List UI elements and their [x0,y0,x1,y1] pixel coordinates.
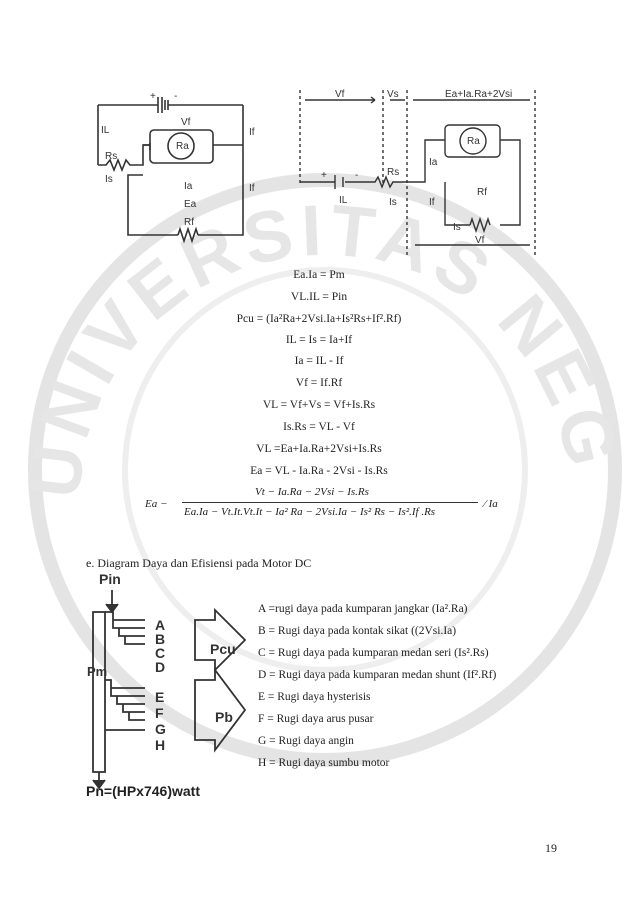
label-ra-right: Ra [467,136,480,147]
fraction-bar [182,502,478,503]
legend-c: C = Rugi daya pada kumparan medan seri (… [258,647,489,659]
efficiency-rhs: ⁄ Ia [484,498,498,510]
label-rs-right: Rs [387,167,399,178]
equation-3: Pcu = (Ia²Ra+2Vsi.Ia+Is²Rs+If².Rf) [236,313,402,325]
label-ea: Ea [184,199,197,210]
battery-minus-right: - [355,170,358,181]
battery-plus-right: + [321,170,327,181]
letter-a: A [155,617,165,633]
battery-plus: + [150,91,156,102]
label-rf-right: Rf [477,187,487,198]
equation-5: Ia = IL - If [294,355,344,367]
letter-h: H [155,737,165,753]
label-vf-bottom: Vf [475,235,485,246]
label-vf-top: Vf [335,89,345,100]
equation-4: IL = Is = Ia+If [285,334,353,346]
label-is: Is [105,174,113,185]
label-is-right: Is [389,197,397,208]
letter-g: G [155,721,166,737]
letter-b: B [155,631,165,647]
label-ia: Ia [184,181,193,192]
equation-1: Ea.Ia = Pm [293,269,345,281]
label-ia-right: Ia [429,157,438,168]
equation-9: VL =Ea+Ia.Ra+2Vsi+Is.Rs [256,443,382,455]
label-il-right: IL [339,195,348,206]
label-ra: Ra [176,141,189,152]
label-rs: Rs [105,151,117,162]
label-vs-top: Vs [387,89,399,100]
equation-8: Is.Rs = VL - Vf [283,421,355,433]
efficiency-lhs: Ea − [145,498,168,510]
pn-label: Pn=(HPx746)watt [86,783,200,799]
pin-label: Pin [99,571,121,587]
pb-label: Pb [215,709,233,725]
power-flow-diagram: Pin Pm A B C D E F G H Pcu Pb [87,571,247,790]
letter-d: D [155,659,165,675]
equation-7: VL = Vf+Vs = Vf+Is.Rs [262,399,376,411]
letter-f: F [155,705,164,721]
label-il: IL [101,125,110,136]
label-if-top: If [249,127,255,138]
legend-e: E = Rugi daya hysterisis [258,691,371,703]
equation-6: Vf = If.Rf [295,377,343,389]
efficiency-numerator: Vt − Ia.Ra − 2Vsi − Is.Rs [255,486,369,498]
legend-b: B = Rugi daya pada kontak sikat ((2Vsi.I… [258,625,457,637]
shunt-compound-circuit-left: + - IL Rs Is Vf Ra Ia Ea If If Rf [97,91,255,244]
legend-h: H = Rugi daya sumbu motor [258,757,390,769]
equation-10: Ea = VL - Ia.Ra - 2Vsi - Is.Rs [250,465,388,477]
letter-e: E [155,689,164,705]
letter-c: C [155,645,165,661]
label-if-right: If [429,197,435,208]
label-is-bottom: Is [453,222,461,233]
label-vf: Vf [181,117,191,128]
series-shunt-circuit-right: Vf Vs Ea+Ia.Ra+2Vsi + - IL Rs Is Ia Ra I… [299,89,536,255]
label-if-bottom: If [249,183,255,194]
pm-label: Pm [87,664,107,679]
pcu-label: Pcu [210,641,236,657]
section-title: e. Diagram Daya dan Efisiensi pada Motor… [86,556,312,570]
legend-a: A =rugi daya pada kumparan jangkar (Ia².… [258,603,468,615]
legend-g: G = Rugi daya angin [258,735,354,747]
battery-minus: - [174,91,177,102]
label-top-right: Ea+Ia.Ra+2Vsi [445,89,512,100]
page-number: 19 [545,841,557,855]
efficiency-denominator: Ea.Ia − Vt.It.Vt.It − Ia² Ra − 2Vsi.Ia −… [184,506,436,518]
legend-d: D = Rugi daya pada kumparan medan shunt … [258,669,497,681]
legend-f: F = Rugi daya arus pusar [258,713,374,725]
equation-2: VL.IL = Pin [290,291,348,303]
label-rf: Rf [184,217,194,228]
